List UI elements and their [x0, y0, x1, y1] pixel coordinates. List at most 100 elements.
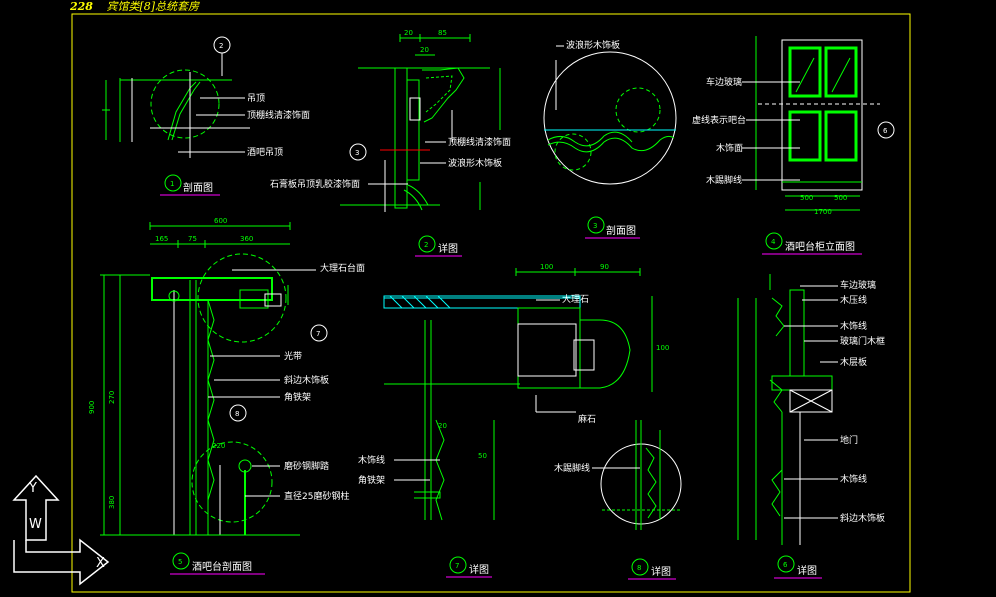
detail-3-bubble: [587, 216, 605, 234]
detail-1-label-ceiling-line: 顶棚线清漆饰面: [247, 109, 310, 121]
detail-2-dim-20: 20: [404, 29, 413, 37]
detail-2-label-wave-panel: 波浪形木饰板: [448, 157, 502, 169]
detail-4-label-wood-finish: 木饰面: [716, 142, 743, 154]
detail-5-dim-270: 270: [108, 391, 116, 404]
detail-5-label-marble-top: 大理石台面: [320, 262, 365, 274]
detail-5-dim-220: 220: [212, 442, 225, 450]
detail-9-caption: 详图: [797, 564, 817, 577]
detail-8-bubble-number: 8: [637, 564, 641, 572]
detail-7-dim-20: 20: [438, 422, 447, 430]
detail-7-marble-edge: [383, 268, 653, 521]
detail-9-label-bevel-panel: 斜边木饰板: [840, 512, 885, 524]
page-number: 228: [70, 0, 93, 13]
detail-1-section-tag: 2: [219, 42, 223, 50]
detail-5-bubble-number: 5: [178, 558, 182, 566]
detail-7-label-angle-frame: 角铁架: [358, 474, 385, 486]
detail-2-caption: 详图: [438, 242, 458, 255]
detail-9-label-ground-door: 地门: [840, 434, 858, 446]
detail-5-label-angle-frame: 角铁架: [284, 391, 311, 403]
detail-9-cabinet-door-section: [737, 274, 833, 545]
detail-7-title: 7 详图: [446, 556, 492, 578]
detail-1-caption: 剖面图: [183, 181, 213, 194]
detail-2-dim-20b: 20: [420, 46, 429, 54]
detail-9-label-wood-molding-2: 木饰线: [840, 473, 867, 485]
detail-3-label-wave-panel: 波浪形木饰板: [566, 39, 620, 51]
detail-9-label-glass-door-frame: 玻璃门木框: [840, 335, 885, 347]
detail-7-dim-100b: 100: [656, 344, 669, 352]
detail-5-section-tag-a: 7: [316, 330, 320, 338]
detail-4-caption: 酒吧台柜立面图: [785, 240, 855, 253]
sheet-title: 宾馆类[8]总统套房: [106, 0, 200, 13]
detail-4-label-skirting: 木踢脚线: [706, 174, 742, 186]
detail-5-bar-counter-section: [100, 222, 328, 536]
detail-1-label-ceiling: 吊顶: [247, 93, 265, 104]
detail-2-bubble: [418, 235, 436, 253]
detail-2-label-ceiling-line: 顶棚线清漆饰面: [448, 136, 511, 148]
detail-2-title: 2 详图: [415, 235, 462, 257]
detail-4-section-tag: 6: [883, 127, 888, 135]
detail-4-bubble: [765, 232, 783, 250]
detail-5-section-tag-b: 8: [235, 410, 239, 418]
detail-8-title: 8 详图: [628, 558, 676, 580]
detail-1-ceiling-section: [102, 36, 250, 158]
detail-9-bubble-number: 6: [783, 561, 788, 569]
detail-3-title: 3 剖面图: [585, 216, 640, 239]
detail-4-dim-500b: 500: [834, 194, 847, 202]
detail-1-bubble-number: 1: [170, 180, 174, 188]
detail-7-bubble-number: 7: [455, 562, 459, 570]
detail-1-bubble: [164, 174, 182, 192]
sheet-header: 228 宾馆类[8]总统套房: [70, 0, 199, 14]
detail-5-label-bevel-panel: 斜边木饰板: [284, 374, 329, 386]
detail-4-bar-cabinet-elevation: [755, 36, 895, 211]
detail-7-caption: 详图: [469, 563, 489, 576]
detail-5-dim-380: 380: [108, 496, 116, 509]
detail-9-label-wood-molding: 木饰线: [840, 320, 867, 332]
detail-2-ceiling-molding: [340, 34, 501, 212]
detail-8-skirting: [600, 420, 682, 530]
sheet-frame: [71, 13, 911, 593]
detail-5-dim-75: 75: [188, 235, 197, 243]
detail-8-label-skirting: 木踢脚线: [554, 462, 590, 474]
ucs-y-label: Y: [29, 481, 37, 496]
detail-9-label-bevel-glass: 车边玻璃: [840, 279, 876, 291]
detail-5-caption: 酒吧台剖面图: [192, 560, 252, 573]
detail-2-label-gypsum: 石膏板吊顶乳胶漆饰面: [270, 178, 360, 190]
detail-5-dim-360: 360: [240, 235, 253, 243]
ucs-x-label: X: [96, 556, 105, 571]
detail-3-bubble-number: 3: [593, 222, 597, 230]
detail-7-bubble: [449, 556, 467, 574]
detail-5-title: 5 酒吧台剖面图: [170, 552, 265, 575]
detail-2-dim-85: 85: [438, 29, 447, 37]
detail-4-dim-500a: 500: [800, 194, 813, 202]
detail-4-title: 4 酒吧台柜立面图: [762, 232, 862, 255]
detail-7-dim-100: 100: [540, 263, 553, 271]
detail-7-label-wood-molding: 木饰线: [358, 454, 385, 466]
detail-5-bubble: [172, 552, 190, 570]
ucs-axis-icon[interactable]: [12, 474, 110, 586]
ucs-w-label: W: [29, 517, 42, 532]
detail-5-dim-600: 600: [214, 217, 227, 225]
detail-5-label-light-strip: 光带: [284, 350, 302, 362]
detail-1-label-bar-ceiling: 酒吧吊顶: [247, 147, 283, 158]
detail-5-label-footrest: 磨砂钢脚踏: [284, 460, 329, 472]
detail-9-label-wood-trim: 木压线: [840, 294, 867, 306]
detail-4-dim-1700: 1700: [814, 208, 832, 216]
detail-3-caption: 剖面图: [606, 224, 636, 237]
detail-3-wave-panel-section: [543, 51, 677, 185]
detail-7-dim-90: 90: [600, 263, 609, 271]
detail-5-dim-900: 900: [88, 401, 96, 414]
detail-9-title: 6 详图: [774, 555, 822, 579]
detail-1-title: 1 剖面图: [160, 174, 220, 196]
detail-8-bubble: [631, 558, 649, 576]
detail-5-label-steel-post: 直径25磨砂钢柱: [284, 490, 349, 502]
detail-4-label-dashed-bar: 虚线表示吧台: [692, 114, 746, 126]
detail-9-bubble: [777, 555, 795, 573]
detail-7-dim-50: 50: [478, 452, 487, 460]
detail-5-dim-165: 165: [155, 235, 168, 243]
detail-7-label-hemp-stone: 麻石: [578, 413, 596, 425]
detail-4-label-bevel-glass: 车边玻璃: [706, 76, 742, 88]
detail-2-section-tag: 3: [355, 149, 359, 157]
detail-7-label-marble: 大理石: [562, 293, 589, 305]
detail-4-bubble-number: 4: [771, 238, 776, 246]
